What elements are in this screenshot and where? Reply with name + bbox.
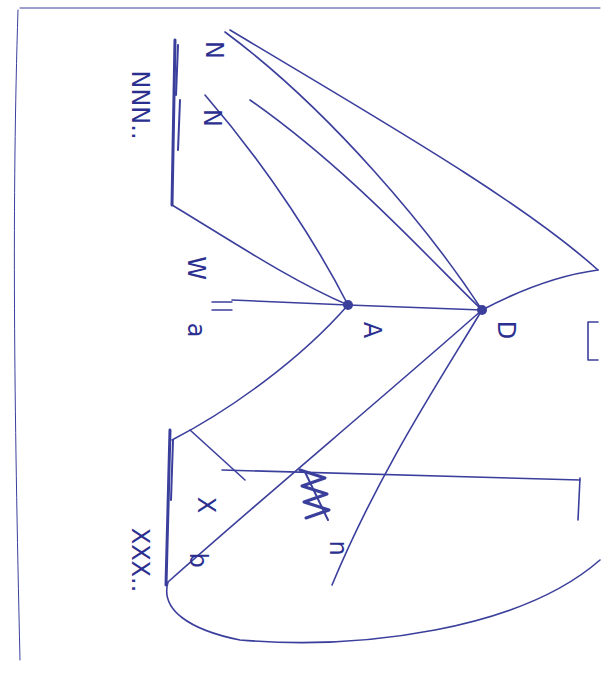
letter-label: n [326, 540, 350, 555]
letter-label: N [200, 109, 224, 127]
node-label: D [494, 321, 518, 339]
sequence-label: XXX.. [128, 528, 152, 593]
letter-label: N [202, 41, 226, 59]
letter-label: b [186, 552, 210, 567]
letter-label: W [184, 256, 208, 280]
sequence-label: NNN.. [128, 70, 152, 139]
letter-label: X [194, 497, 218, 513]
letter-label: a [184, 323, 208, 338]
node-label: A [360, 322, 384, 338]
